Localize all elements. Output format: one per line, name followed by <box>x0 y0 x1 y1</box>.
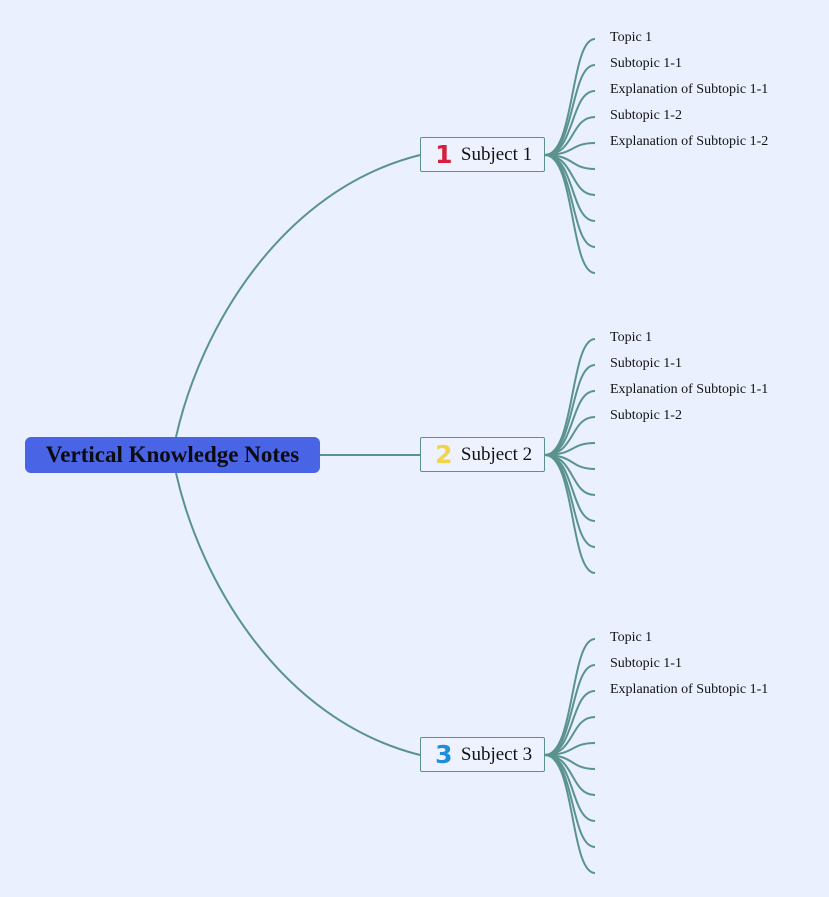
leaf-topic-label[interactable]: Subtopic 1-2 <box>610 108 682 123</box>
connector-subject-2-leaf-3 <box>544 390 596 456</box>
number-two-icon: 2 <box>435 440 453 469</box>
connector-subject-3-leaf-8 <box>544 754 596 822</box>
connector-subject-1-leaf-2 <box>544 64 596 156</box>
leaf-topic-label[interactable]: Subtopic 1-1 <box>610 56 682 71</box>
connector-subject-1-leaf-8 <box>544 154 596 222</box>
connector-root-to-subject-1 <box>175 154 421 438</box>
connector-subject-1-leaf-10 <box>544 154 596 274</box>
root-topic-label: Vertical Knowledge Notes <box>45 442 300 467</box>
subject-label: Subject 1 <box>460 143 533 165</box>
leaf-topic-label[interactable]: Topic 1 <box>610 330 653 345</box>
leaf-topic-label[interactable]: Explanation of Subtopic 1-1 <box>610 682 769 697</box>
subject-label: Subject 2 <box>460 443 533 465</box>
connector-subject-3-leaf-3 <box>544 690 596 756</box>
connector-subject-2-leaf-1 <box>544 338 596 456</box>
connector-subject-3-leaf-10 <box>544 754 596 874</box>
leaf-topic-label[interactable]: Topic 1 <box>610 30 653 45</box>
connector-subject-3-leaf-1 <box>544 638 596 756</box>
leaf-topic-label[interactable]: Subtopic 1-2 <box>610 408 682 423</box>
number-three-icon: 3 <box>435 740 453 769</box>
connector-subject-1-leaf-3 <box>544 90 596 156</box>
leaf-topic-label[interactable]: Subtopic 1-1 <box>610 656 682 671</box>
connector-subject-1-leaf-1 <box>544 38 596 156</box>
root-topic-node[interactable]: Vertical Knowledge Notes <box>25 437 320 473</box>
subject-label: Subject 3 <box>460 743 533 765</box>
leaf-topic-label[interactable]: Topic 1 <box>610 630 653 645</box>
connector-subject-2-leaf-2 <box>544 364 596 456</box>
connector-subject-3-leaf-2 <box>544 664 596 756</box>
leaf-topic-label[interactable]: Explanation of Subtopic 1-2 <box>610 134 769 149</box>
leaf-topic-label[interactable]: Explanation of Subtopic 1-1 <box>610 82 769 97</box>
number-one-icon: 1 <box>435 140 453 169</box>
subject-node-3[interactable]: 3 Subject 3 <box>420 737 545 772</box>
leaf-topic-label[interactable]: Explanation of Subtopic 1-1 <box>610 382 769 397</box>
connector-subject-2-leaf-8 <box>544 454 596 522</box>
subject-node-1[interactable]: 1 Subject 1 <box>420 137 545 172</box>
connector-subject-2-leaf-10 <box>544 454 596 574</box>
subject-node-2[interactable]: 2 Subject 2 <box>420 437 545 472</box>
connector-root-to-subject-3 <box>175 472 421 756</box>
leaf-topic-label[interactable]: Subtopic 1-1 <box>610 356 682 371</box>
